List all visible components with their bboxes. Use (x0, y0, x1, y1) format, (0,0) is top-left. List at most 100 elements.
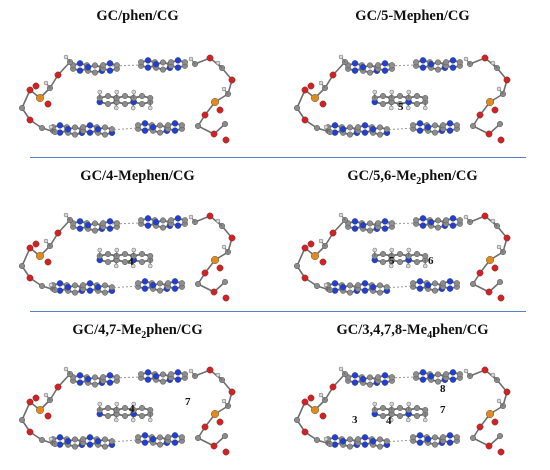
atom-N (144, 222, 152, 229)
atom-C (194, 122, 201, 129)
atom-C (347, 124, 354, 131)
atom-N (427, 60, 435, 68)
atom-O (301, 398, 309, 406)
atom-C (413, 59, 420, 66)
atom-O (301, 86, 309, 94)
atom-H (148, 263, 153, 269)
atom-N (56, 280, 64, 287)
atom-N (171, 432, 179, 439)
atom-C (138, 412, 145, 419)
atom-N (449, 376, 457, 383)
atom-N (419, 64, 427, 71)
atom-C (380, 93, 387, 100)
atom-C (178, 434, 185, 441)
atom-N (171, 278, 179, 285)
atom-label-p6-4: 4 (386, 415, 392, 427)
atom-C (138, 59, 145, 66)
atom-C (380, 405, 387, 412)
atom-N (446, 285, 454, 292)
atom-C (104, 412, 111, 419)
atom-C (470, 122, 477, 129)
atom-H (496, 398, 502, 404)
atom-O (210, 288, 218, 296)
atom-O (329, 229, 337, 237)
atom-C (453, 280, 460, 287)
atom-C (108, 438, 115, 445)
atom-H (63, 212, 69, 218)
atom-C (159, 224, 166, 231)
atom-N (152, 373, 160, 380)
atom-H (323, 282, 329, 288)
atom-O (497, 448, 505, 456)
atom-C (91, 227, 98, 234)
atom-C (397, 258, 404, 265)
atom-H (490, 372, 496, 378)
atom-O (307, 82, 315, 90)
atom-O (54, 229, 62, 237)
atom-C (388, 374, 395, 381)
atom-N (331, 280, 339, 287)
atom-C (440, 280, 447, 287)
atom-N (416, 127, 424, 134)
atom-label-p6-8: 8 (440, 383, 446, 395)
atom-O (201, 111, 209, 119)
atom-O (301, 428, 309, 436)
hbond (384, 439, 414, 443)
atom-label-p4-5: 5 (389, 255, 395, 267)
atom-C (101, 436, 108, 443)
panel-title-p6: GC/3,4,7,8-Me4phen/CG (336, 322, 489, 341)
atom-C (410, 280, 417, 287)
atom-N (64, 125, 72, 133)
atom-N (339, 438, 347, 445)
atom-O (44, 258, 52, 266)
atom-N (416, 439, 424, 446)
atom-C (156, 287, 163, 294)
atom-H (215, 218, 221, 224)
atom-C (221, 279, 228, 286)
atom-N (106, 60, 114, 67)
atom-N (339, 125, 347, 133)
atom-C (168, 371, 175, 378)
atom-N (106, 225, 114, 232)
atom-N (152, 60, 160, 68)
atom-H (490, 218, 496, 224)
atom-N (351, 372, 359, 379)
atom-H (423, 417, 428, 423)
atom-C (194, 281, 201, 288)
atom-O (54, 71, 62, 79)
atom-H (131, 417, 136, 423)
atom-N (424, 436, 432, 443)
atom-N (141, 285, 149, 292)
divider-bottom (30, 311, 526, 313)
atom-C (410, 122, 417, 129)
atom-C (367, 374, 374, 381)
panel-title-p3: GC/4-Mephen/CG (80, 168, 195, 184)
atom-C (121, 251, 128, 258)
atom-N (76, 225, 84, 232)
atom-C (432, 280, 439, 287)
atom-label-p3-4: 4 (128, 256, 134, 268)
atom-C (138, 405, 145, 412)
atom-C (101, 131, 108, 138)
atom-H (406, 89, 411, 95)
atom-C (19, 263, 26, 270)
atom-C (453, 122, 460, 129)
panel-title-p4: GC/5,6-Me2phen/CG (347, 168, 478, 187)
atom-C (440, 122, 447, 129)
atom-C (104, 251, 111, 258)
atom-H (318, 392, 324, 398)
atom-N (94, 438, 102, 445)
atom-O (44, 100, 52, 108)
atom-C (435, 59, 442, 66)
atom-C (121, 93, 128, 100)
atom-H (43, 392, 49, 398)
atom-N (369, 284, 377, 291)
atom-C (456, 217, 463, 224)
atom-N (359, 63, 367, 71)
atom-C (19, 104, 26, 111)
atom-N (381, 225, 389, 232)
atom-N (84, 376, 92, 383)
atom-N (419, 215, 427, 222)
